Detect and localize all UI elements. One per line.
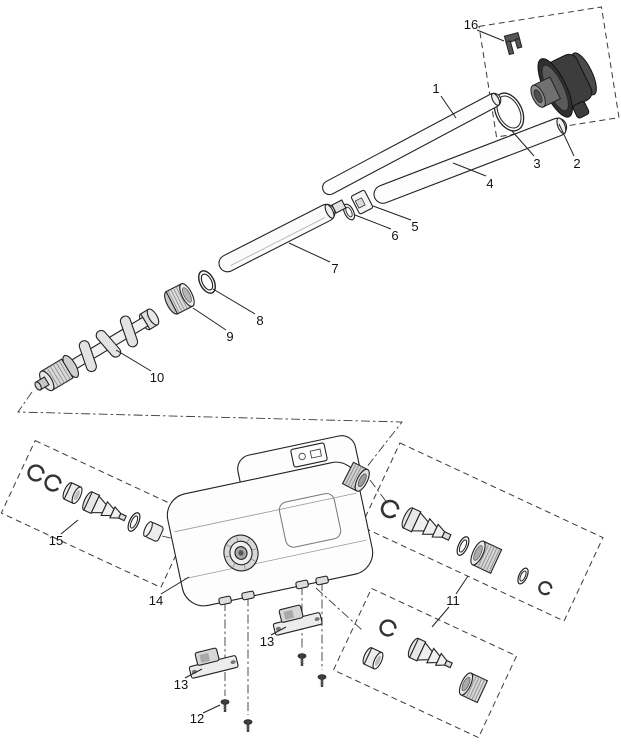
screw [297, 653, 307, 666]
part-label-15: 15 [49, 519, 79, 548]
leader-line-4 [452, 162, 487, 177]
leader-line-16 [476, 29, 505, 42]
leader-line-12 [202, 704, 221, 714]
part-11-connector-set-upper [380, 499, 553, 596]
screw [243, 719, 253, 732]
part-label-16: 16 [464, 17, 505, 42]
svg-text:7: 7 [331, 261, 338, 276]
part-15-connector-set [27, 464, 164, 542]
leader-line-8 [212, 288, 256, 315]
part-label-13a: 13 [260, 626, 287, 649]
housing-nameplate [290, 442, 328, 468]
leader-line-13a [270, 626, 287, 636]
part-label-11: 11 [431, 575, 469, 628]
housing-mount-bosses [218, 575, 329, 606]
part-5-lamp-holder-clip [350, 189, 374, 215]
part-label-1: 1 [432, 81, 457, 119]
part-label-13b: 13 [174, 668, 203, 692]
leader-line-10 [115, 349, 152, 372]
part-4-glass-tube [373, 117, 568, 204]
leader-line-11b [431, 606, 450, 628]
svg-text:11: 11 [446, 593, 460, 608]
part-1-quartz-sleeve [322, 92, 502, 196]
part-16-retaining-clip-icon [503, 31, 523, 56]
part-label-14: 14 [149, 576, 190, 608]
svg-text:14: 14 [149, 593, 163, 608]
part-label-5: 5 [372, 205, 419, 234]
svg-text:3: 3 [533, 156, 540, 171]
svg-text:5: 5 [411, 219, 418, 234]
part-9-threaded-collar [164, 283, 195, 315]
svg-text:4: 4 [486, 176, 493, 191]
part-11-connector-set-lower [362, 619, 489, 704]
svg-text:13: 13 [174, 677, 188, 692]
part-label-2: 2 [558, 123, 581, 171]
part-3-o-ring-large [493, 92, 525, 132]
leader-line-5 [372, 205, 412, 221]
part-2-lamp-socket-cap [530, 52, 597, 119]
leader-line-9 [192, 307, 227, 331]
part-label-8: 8 [212, 288, 264, 328]
leader-line-11a [455, 575, 469, 595]
part-10-cleaning-rotor [34, 308, 160, 392]
svg-text:6: 6 [391, 228, 398, 243]
part-13-bracket-a [272, 604, 323, 636]
leader-line-7 [288, 242, 331, 263]
leader-line-13b [184, 668, 203, 679]
part-8-o-ring-small [198, 270, 216, 294]
part-label-9: 9 [192, 307, 234, 344]
part-label-3: 3 [511, 130, 541, 171]
part-12-screws [220, 653, 327, 732]
leader-line-1 [440, 95, 457, 119]
svg-text:1: 1 [432, 81, 439, 96]
svg-text:16: 16 [464, 17, 478, 32]
svg-text:12: 12 [190, 711, 204, 726]
detail-box-11-upper [360, 442, 604, 622]
leader-line-6 [354, 214, 392, 230]
part-labels: 1 2 3 4 5 6 7 8 9 10 11 12 13 13 14 15 1… [49, 17, 581, 726]
detail-box-15 [0, 439, 196, 589]
part-label-4: 4 [452, 162, 494, 191]
leader-line-15 [60, 519, 79, 535]
svg-text:9: 9 [226, 329, 233, 344]
detail-box-top-right [478, 6, 620, 138]
svg-text:10: 10 [150, 370, 164, 385]
part-7-uv-lamp [218, 199, 347, 273]
housing-inlet-collar [223, 534, 259, 572]
part-14-housing [166, 435, 374, 607]
part-label-7: 7 [288, 242, 339, 276]
detail-box-11-lower [332, 587, 518, 739]
leader-line-3 [511, 130, 535, 157]
leader-line-2 [558, 123, 575, 157]
svg-text:13: 13 [260, 634, 274, 649]
part-label-10: 10 [115, 349, 164, 385]
svg-text:15: 15 [49, 533, 63, 548]
svg-text:8: 8 [256, 313, 263, 328]
screw [220, 699, 230, 712]
svg-text:2: 2 [573, 156, 580, 171]
screw [317, 674, 327, 687]
housing-outlet-port [341, 461, 370, 492]
leader-line-14 [160, 576, 190, 595]
part-label-6: 6 [354, 214, 399, 243]
part-label-12: 12 [190, 704, 221, 726]
